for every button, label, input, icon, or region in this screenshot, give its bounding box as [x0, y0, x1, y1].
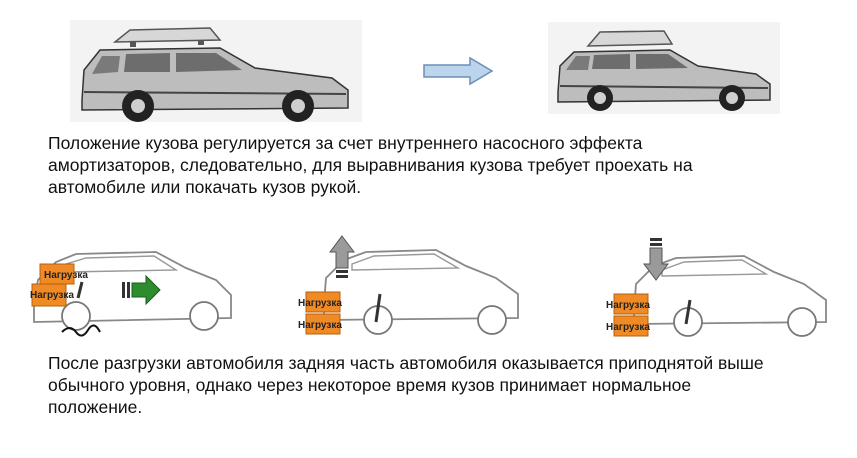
- paragraph-2-line: обычного уровня, однако через некоторое …: [48, 375, 692, 395]
- paragraph-2-line: положение.: [48, 397, 143, 417]
- load-label: Нагрузка: [606, 322, 650, 333]
- arrow-right-icon: [422, 56, 494, 86]
- load-label: Нагрузка: [606, 300, 650, 311]
- down-arrow-icon: [643, 238, 669, 281]
- diagram-body-raised: Нагрузка Нагрузка: [296, 234, 528, 340]
- up-arrow-icon: [329, 235, 355, 278]
- photo-car-loaded: [70, 20, 362, 122]
- load-label: Нагрузка: [30, 290, 74, 301]
- green-arrow-icon: [122, 274, 161, 306]
- load-label: Нагрузка: [298, 320, 342, 331]
- paragraph-1-line: Положение кузова регулируется за счет вн…: [48, 133, 643, 153]
- paragraph-1-line: автомобиле или покачать кузов рукой.: [48, 177, 362, 197]
- diagram-unloading: Нагрузка Нагрузка: [26, 240, 236, 340]
- diagram-body-normal: Нагрузка Нагрузка: [604, 236, 836, 340]
- paragraph-1-line: амортизаторов, следовательно, для выравн…: [48, 155, 693, 175]
- photo-car-level: [548, 22, 780, 114]
- paragraph-2-line: После разгрузки автомобиля задняя часть …: [48, 353, 764, 373]
- load-label: Нагрузка: [44, 270, 88, 281]
- paragraph-1: Положение кузова регулируется за счет вн…: [48, 132, 693, 198]
- load-label: Нагрузка: [298, 298, 342, 309]
- paragraph-2: После разгрузки автомобиля задняя часть …: [48, 352, 764, 418]
